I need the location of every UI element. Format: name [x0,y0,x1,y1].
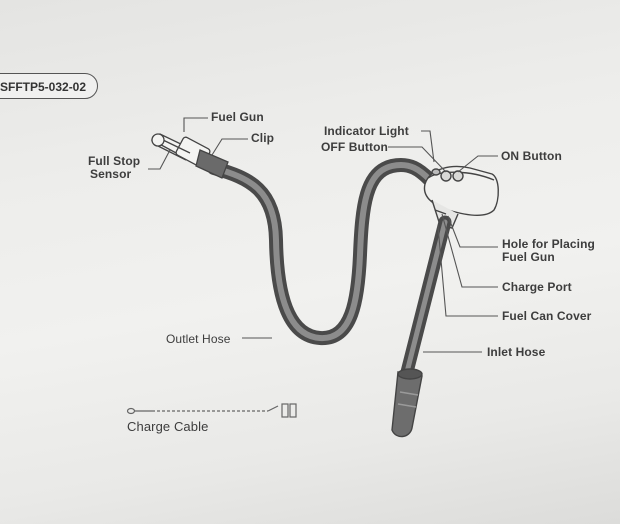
label-clip: Clip [251,131,275,145]
label-full-stop-sensor-line2: Sensor [90,167,132,181]
label-indicator-light: Indicator Light [324,124,409,138]
charge-cable-drawing [126,403,297,418]
label-on-button: ON Button [501,149,562,163]
label-fuel-gun: Fuel Gun [211,110,264,124]
pump-head-drawing [423,165,499,229]
label-inlet-hose: Inlet Hose [487,345,546,359]
label-off-button: OFF Button [321,140,388,154]
fuel-gun-drawing [150,133,229,179]
inlet-hose-drawing [400,215,452,379]
label-hole-line1: Hole for Placing [502,237,595,251]
model-code-text: SFFTP5-032-02 [0,80,87,94]
model-code-badge [0,73,98,99]
label-charge-port: Charge Port [502,280,572,294]
label-fuel-can-cover: Fuel Can Cover [502,309,592,323]
outlet-hose-drawing [207,158,437,345]
label-outlet-hose: Outlet Hose [166,332,231,346]
inlet-filter-drawing [391,368,423,438]
label-charge-cable: Charge Cable [127,419,209,434]
label-hole-line2: Fuel Gun [502,250,555,264]
label-full-stop-sensor-line1: Full Stop [88,154,141,168]
leader-lines [148,117,498,353]
